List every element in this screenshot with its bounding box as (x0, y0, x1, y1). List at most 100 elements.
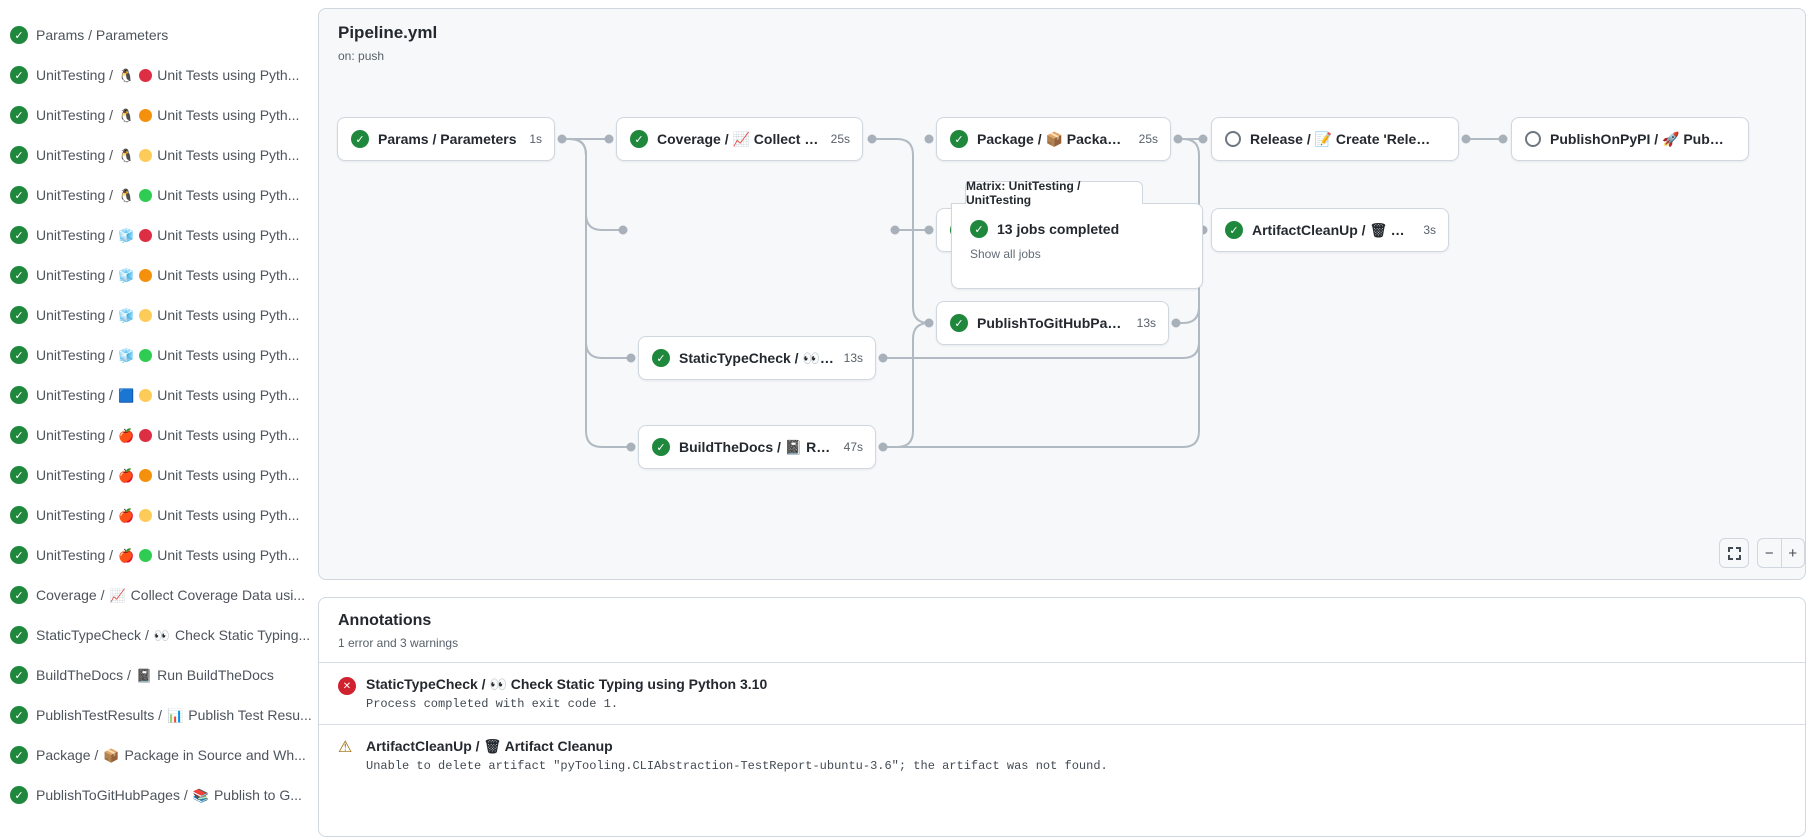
sidebar-job-label: UnitTesting / 🧊 Unit Tests using Pyth... (36, 347, 300, 363)
annotations-panel: Annotations 1 error and 3 warnings ✕ ⚠ S… (318, 597, 1806, 837)
node-duration: 3s (1423, 223, 1436, 237)
graph-node-coverage[interactable]: ✓ Coverage / 📈 Collect Cove... 25s (616, 117, 863, 161)
sidebar-job-item[interactable]: ✓ UnitTesting / 🐧 Unit Tests using Pyth.… (0, 55, 316, 95)
os-emoji-icon: 🧊 (118, 347, 135, 363)
success-check-icon: ✓ (10, 426, 28, 444)
node-duration: 1s (529, 132, 542, 146)
os-emoji-icon: 🟦 (118, 387, 135, 403)
graph-node-params[interactable]: ✓ Params / Parameters 1s (337, 117, 555, 161)
node-label: Params / Parameters (378, 131, 517, 147)
sidebar-job-item[interactable]: ✓ UnitTesting / 🧊 Unit Tests using Pyth.… (0, 335, 316, 375)
zoom-out-button[interactable]: − (1758, 539, 1782, 567)
fullscreen-button[interactable] (1719, 538, 1749, 568)
annotation-message: Process completed with exit code 1. (366, 697, 619, 711)
python-version-dot-icon (139, 388, 153, 402)
annotation-job-link[interactable]: ArtifactCleanUp / 🗑 Artifact Cleanup (366, 738, 613, 754)
node-label: ArtifactCleanUp / 🗑 Artifac... (1252, 221, 1414, 238)
success-check-icon: ✓ (10, 146, 28, 164)
node-label: StaticTypeCheck / 👀 Chec... (679, 349, 835, 366)
node-label: Release / 📝 Create 'Release P... (1250, 130, 1437, 147)
os-emoji-icon: 📊 (167, 707, 184, 723)
sidebar-job-item[interactable]: ✓ StaticTypeCheck / 👀 Check Static Typin… (0, 615, 316, 655)
os-emoji-icon: 👀 (153, 627, 171, 643)
python-version-dot-icon (139, 268, 153, 282)
sidebar-job-label: UnitTesting / 🍎 Unit Tests using Pyth... (36, 427, 300, 443)
skipped-circle-icon (1225, 131, 1241, 147)
sidebar-job-item[interactable]: ✓ PublishTestResults / 📊 Publish Test Re… (0, 695, 316, 735)
sidebar-job-item[interactable]: ✓ Coverage / 📈 Collect Coverage Data usi… (0, 575, 316, 615)
sidebar-job-label: UnitTesting / 🟦 Unit Tests using Pyth... (36, 387, 300, 403)
sidebar-job-item[interactable]: ✓ UnitTesting / 🐧 Unit Tests using Pyth.… (0, 95, 316, 135)
graph-node-statictypecheck[interactable]: ✓ StaticTypeCheck / 👀 Chec... 13s (638, 336, 876, 380)
node-duration: 13s (843, 351, 863, 365)
success-check-icon: ✓ (950, 130, 968, 148)
sidebar-job-item[interactable]: ✓ PublishToGitHubPages / 📚 Publish to G.… (0, 775, 316, 815)
sidebar-job-item[interactable]: ✓ BuildTheDocs / 📓 Run BuildTheDocs (0, 655, 316, 695)
node-duration: 25s (830, 132, 850, 146)
skipped-circle-icon (1525, 131, 1541, 147)
annotation-job-link[interactable]: StaticTypeCheck / 👀 Check Static Typing … (366, 676, 768, 692)
graph-node-release[interactable]: ✓ Release / 📝 Create 'Release P... (1211, 117, 1459, 161)
success-check-icon: ✓ (10, 626, 28, 644)
sidebar-job-item[interactable]: ✓ UnitTesting / 🧊 Unit Tests using Pyth.… (0, 255, 316, 295)
success-check-icon: ✓ (10, 386, 28, 404)
success-check-icon: ✓ (652, 438, 670, 456)
os-emoji-icon: 📦 (103, 747, 120, 763)
sidebar-job-label: PublishTestResults / 📊 Publish Test Resu… (36, 707, 312, 723)
success-check-icon: ✓ (950, 314, 968, 332)
graph-node-matrix-unittesting[interactable]: ✓ 13 jobs completed Show all jobs (951, 203, 1203, 289)
sidebar-job-item[interactable]: ✓ UnitTesting / 🍎 Unit Tests using Pyth.… (0, 455, 316, 495)
os-emoji-icon: 🐧 (118, 67, 135, 83)
os-emoji-icon: 🐧 (118, 107, 135, 123)
sidebar-job-item[interactable]: ✓ Package / 📦 Package in Source and Wh..… (0, 735, 316, 775)
sidebar-job-item[interactable]: ✓ UnitTesting / 🐧 Unit Tests using Pyth.… (0, 135, 316, 175)
node-duration: 47s (843, 440, 863, 454)
success-check-icon: ✓ (10, 666, 28, 684)
python-version-dot-icon (139, 508, 153, 522)
node-duration: 25s (1138, 132, 1158, 146)
sidebar-job-item[interactable]: ✓ Params / Parameters (0, 15, 316, 55)
annotations-summary: 1 error and 3 warnings (338, 636, 459, 650)
sidebar-job-item[interactable]: ✓ UnitTesting / 🍎 Unit Tests using Pyth.… (0, 495, 316, 535)
error-icon: ✕ (338, 677, 356, 695)
success-check-icon: ✓ (10, 66, 28, 84)
zoom-in-button[interactable]: + (1788, 544, 1798, 562)
os-emoji-icon: 🧊 (118, 307, 135, 323)
sidebar-job-item[interactable]: ✓ UnitTesting / 🧊 Unit Tests using Pyth.… (0, 215, 316, 255)
fullscreen-icon (1727, 546, 1741, 560)
sidebar-job-item[interactable]: ✓ UnitTesting / 🟦 Unit Tests using Pyth.… (0, 375, 316, 415)
node-duration: 13s (1136, 316, 1156, 330)
sidebar-job-label: UnitTesting / 🐧 Unit Tests using Pyth... (36, 147, 300, 163)
os-emoji-icon: 📈 (109, 587, 126, 603)
annotations-title: Annotations (338, 612, 432, 629)
sidebar-job-label: UnitTesting / 🐧 Unit Tests using Pyth... (36, 67, 300, 83)
success-check-icon: ✓ (10, 506, 28, 524)
sidebar-job-item[interactable]: ✓ UnitTesting / 🍎 Unit Tests using Pyth.… (0, 415, 316, 455)
python-version-dot-icon (139, 468, 153, 482)
python-version-dot-icon (139, 428, 153, 442)
python-version-dot-icon (139, 148, 153, 162)
sidebar-job-item[interactable]: ✓ UnitTesting / 🍎 Unit Tests using Pyth.… (0, 535, 316, 575)
success-check-icon: ✓ (1225, 221, 1243, 239)
sidebar-job-label: UnitTesting / 🐧 Unit Tests using Pyth... (36, 187, 300, 203)
sidebar-job-item[interactable]: ✓ UnitTesting / 🧊 Unit Tests using Pyth.… (0, 295, 316, 335)
os-emoji-icon: 📓 (135, 667, 153, 683)
python-version-dot-icon (139, 108, 153, 122)
os-emoji-icon: 🍎 (118, 547, 135, 563)
graph-node-package[interactable]: ✓ Package / 📦 Package in So... 25s (936, 117, 1171, 161)
sidebar-job-label: PublishToGitHubPages / 📚 Publish to G... (36, 787, 302, 803)
node-label: PublishToGitHubPages / 📚 ... (977, 314, 1128, 331)
sidebar-job-item[interactable]: ✓ UnitTesting / 🐧 Unit Tests using Pyth.… (0, 175, 316, 215)
success-check-icon: ✓ (10, 226, 28, 244)
sidebar-job-label: Coverage / 📈 Collect Coverage Data usi..… (36, 587, 305, 603)
graph-node-publishonpypi[interactable]: ✓ PublishOnPyPI / 🚀 Publish to ... (1511, 117, 1749, 161)
os-emoji-icon: 🐧 (118, 187, 135, 203)
graph-node-publishtogithubpages[interactable]: ✓ PublishToGitHubPages / 📚 ... 13s (936, 301, 1169, 345)
sidebar-job-label: UnitTesting / 🧊 Unit Tests using Pyth... (36, 227, 300, 243)
sidebar-job-label: UnitTesting / 🍎 Unit Tests using Pyth... (36, 467, 300, 483)
sidebar-job-label: UnitTesting / 🍎 Unit Tests using Pyth... (36, 507, 300, 523)
graph-node-buildthedocs[interactable]: ✓ BuildTheDocs / 📓 Run Buil... 47s (638, 425, 876, 469)
graph-node-artifactcleanup[interactable]: ✓ ArtifactCleanUp / 🗑 Artifac... 3s (1211, 208, 1449, 252)
show-all-jobs-link[interactable]: Show all jobs (970, 247, 1041, 261)
python-version-dot-icon (139, 228, 153, 242)
